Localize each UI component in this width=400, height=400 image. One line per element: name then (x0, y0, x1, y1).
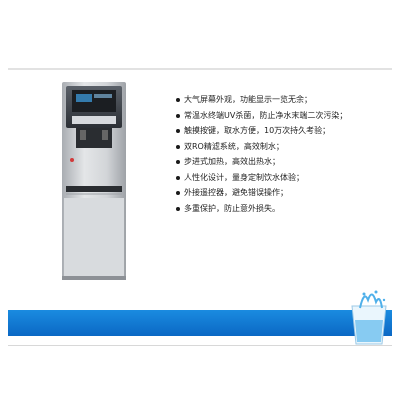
product-banner: 大气屏幕外观，功能显示一览无余； 常温水终端UV杀菌，防止净水末端二次污染； 触… (8, 68, 392, 346)
bottom-divider (8, 345, 392, 346)
feature-item: 双RO精滤系统，高效制水； (176, 139, 388, 155)
feature-item: 人性化设计，量身定制饮水体验； (176, 170, 388, 186)
top-divider (8, 68, 392, 70)
feature-item: 多重保护，防止意外损失。 (176, 201, 388, 217)
water-dispenser-image (62, 82, 126, 280)
feature-item: 触摸按键，取水方便，10万次持久考验； (176, 123, 388, 139)
water-glass-splash-icon (351, 290, 387, 345)
feature-item: 常温水终端UV杀菌，防止净水末端二次污染； (176, 108, 388, 124)
blue-band (8, 310, 392, 336)
feature-item: 大气屏幕外观，功能显示一览无余； (176, 92, 388, 108)
feature-list: 大气屏幕外观，功能显示一览无余； 常温水终端UV杀菌，防止净水末端二次污染； 触… (176, 92, 388, 216)
feature-item: 步进式加热，高效出热水； (176, 154, 388, 170)
feature-item: 外接遥控器，避免错误操作； (176, 185, 388, 201)
